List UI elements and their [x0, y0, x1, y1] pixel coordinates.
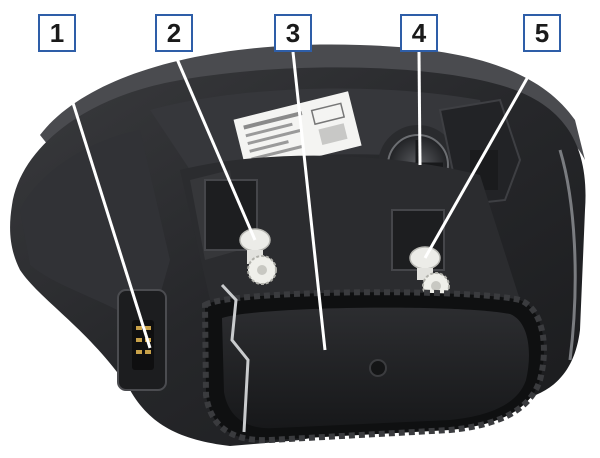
leader-line-1	[55, 51, 152, 349]
callout-4: 4	[400, 14, 438, 52]
lens-rim	[40, 44, 585, 160]
wire-clip	[220, 283, 250, 433]
callout-3: 3	[274, 14, 312, 52]
leader-lines	[55, 51, 544, 351]
callout-2: 2	[155, 14, 193, 52]
product-sticker	[233, 91, 362, 175]
adjuster-screw-left	[239, 228, 277, 285]
callout-1: 1	[38, 14, 76, 52]
leader-line-3	[291, 51, 327, 351]
leader-line-5	[423, 51, 544, 259]
callout-5: 5	[523, 14, 561, 52]
leader-line-4	[417, 51, 422, 166]
leader-line-2	[172, 51, 257, 241]
